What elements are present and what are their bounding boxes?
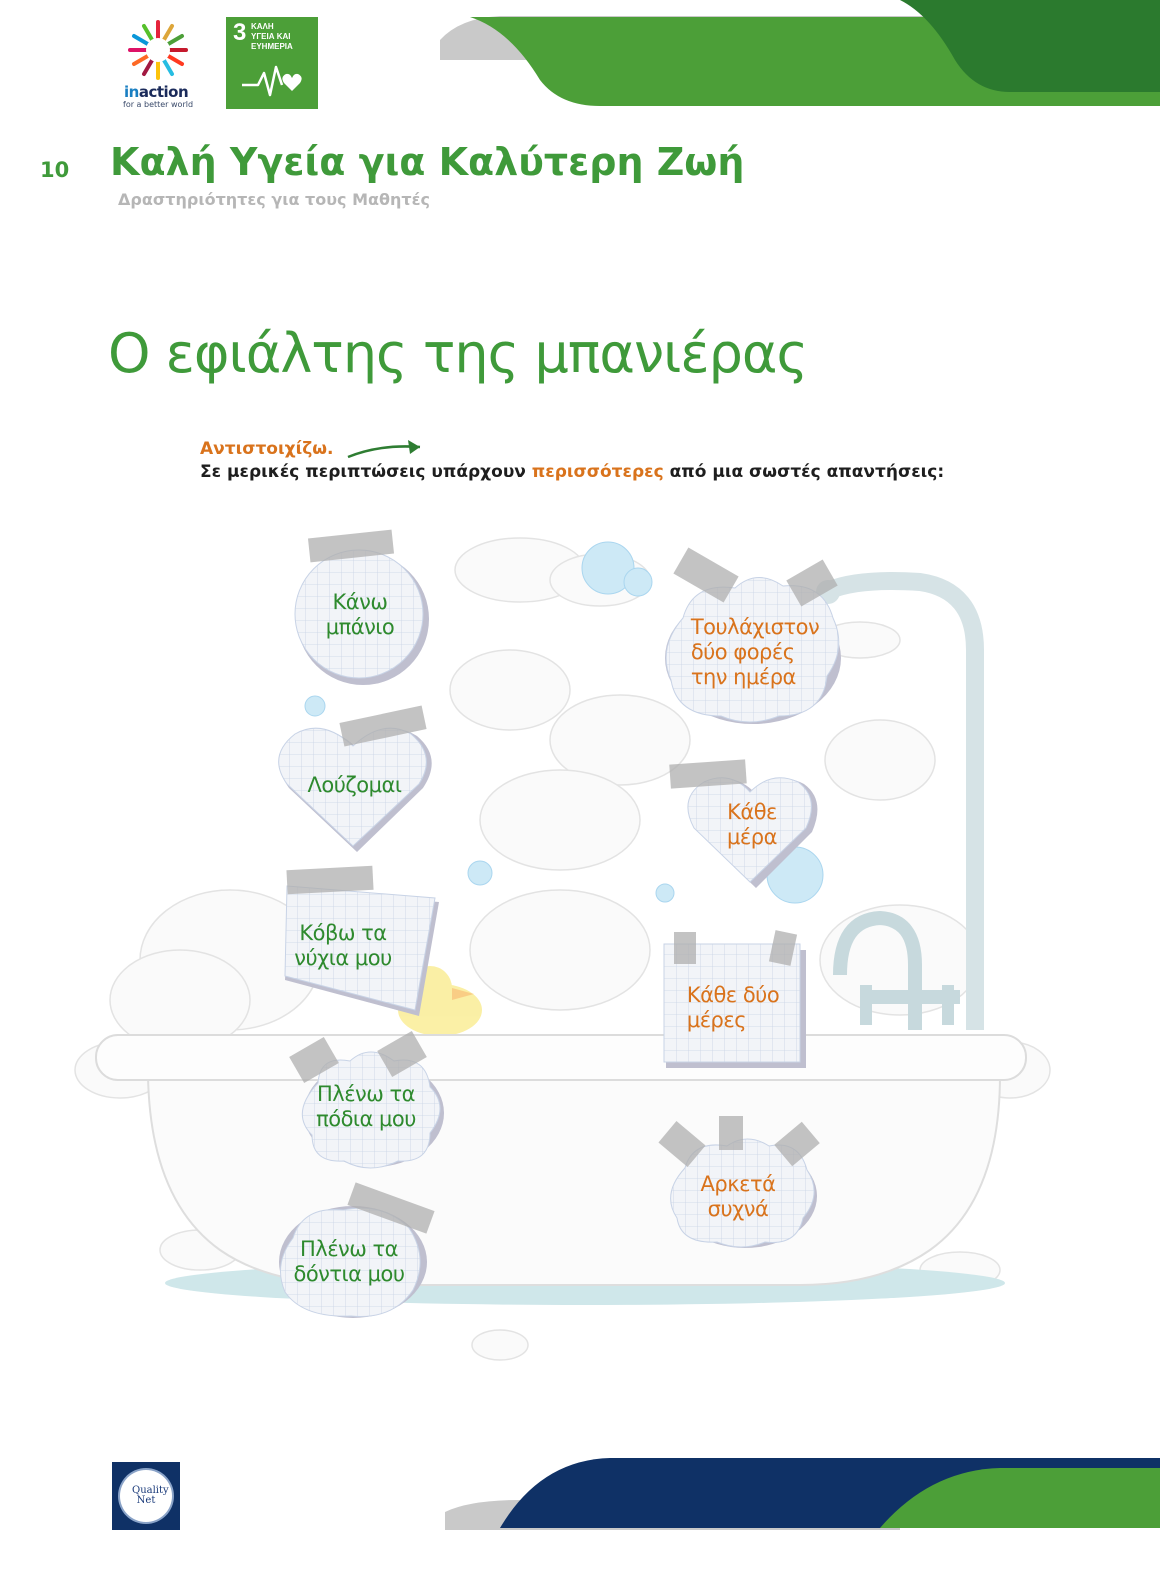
bubble-clouds: [74, 537, 1051, 1361]
action-card-nails[interactable]: Κόβω τα νύχια μου: [284, 865, 441, 1016]
faucet: [833, 910, 922, 1030]
instruction-label: Αντιστοιχίζω.: [200, 439, 334, 459]
action-label: Πλένω τα δόντια μου: [293, 1237, 405, 1286]
action-label: Κόβω τα νύχια μου: [294, 921, 392, 970]
activity-title: Ο εφιάλτης της μπανιέρας: [108, 322, 808, 385]
frequency-label: Κάθε δύο μέρες: [686, 983, 780, 1032]
sdg3-badge: 3 ΚΑΛΗ ΥΓΕΙΑ ΚΑΙ ΕΥΗΜΕΡΙΑ: [226, 17, 318, 109]
heartbeat-icon: [242, 65, 302, 97]
page-title: Καλή Υγεία για Καλύτερη Ζωή: [110, 140, 745, 184]
frequency-card-often[interactable]: Αρκετά συχνά: [658, 1116, 820, 1250]
qualitynet-logo: Quality Net: [112, 1462, 180, 1530]
frequency-card-every-day[interactable]: Κάθε μέρα: [669, 759, 818, 888]
action-card-hair-wash[interactable]: Λούζομαι: [277, 705, 432, 853]
action-card-teeth[interactable]: Πλένω τα δόντια μου: [273, 1182, 435, 1320]
action-card-bath[interactable]: Κάνω μπάνιο: [293, 529, 429, 685]
action-label: Κάνω μπάνιο: [325, 590, 395, 639]
inaction-sunburst-icon: [128, 20, 188, 80]
bottom-banner-green: [880, 1468, 1160, 1528]
inaction-logo: inaction for a better world: [118, 14, 204, 110]
shower-pipe: [826, 572, 984, 1030]
sdg-number: 3: [233, 19, 247, 46]
bathtub-rim: [95, 1034, 1027, 1081]
sdg-label: ΚΑΛΗ ΥΓΕΙΑ ΚΑΙ ΕΥΗΜΕΡΙΑ: [251, 22, 293, 51]
frequency-card-every-two-days[interactable]: Κάθε δύο μέρες: [663, 930, 806, 1068]
frequency-label: Τουλάχιστον δύο φορές την ημέρα: [690, 614, 820, 689]
frequency-card-twice-daily[interactable]: Τουλάχιστον δύο φορές την ημέρα: [657, 547, 843, 728]
frequency-label: Κάθε μέρα: [727, 800, 777, 849]
action-label: Λούζομαι: [307, 773, 402, 797]
page-subtitle: Δραστηριότητες για τους Μαθητές: [118, 190, 430, 209]
action-card-feet[interactable]: Πλένω τα πόδια μου: [289, 1031, 446, 1171]
frequency-label: Αρκετά συχνά: [700, 1172, 776, 1221]
inaction-tagline: for a better world: [123, 100, 194, 109]
top-banner-dark-green: [900, 0, 1160, 92]
page-number: 10: [40, 158, 70, 182]
inaction-wordmark: inaction: [124, 83, 189, 101]
instruction-text: Σε μερικές περιπτώσεις υπάρχουν περισσότ…: [200, 462, 945, 482]
action-label: Πλένω τα πόδια μου: [316, 1082, 416, 1131]
